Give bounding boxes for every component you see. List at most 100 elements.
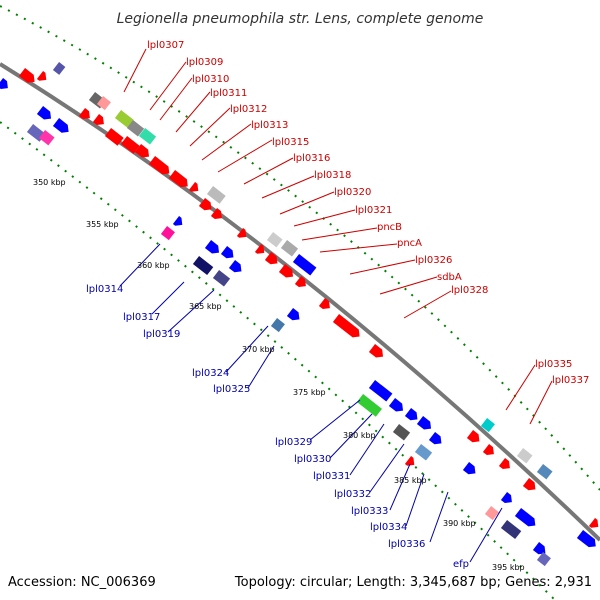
reverse-gene-label: efp [453,559,469,570]
callout-line [405,473,425,527]
gene-feature [114,110,134,128]
reverse-gene-label: lpl0319 [143,329,180,340]
genome-backbone [0,62,600,542]
gene-features [0,62,599,567]
gene-feature [388,398,404,412]
callout-line [243,157,294,185]
forward-gene-label: lpl0311 [210,88,247,99]
reverse-gene-label: lpl0314 [86,284,123,295]
scale-label: 360 kbp [137,261,170,270]
gene-feature [36,71,47,81]
gene-feature [126,120,145,137]
gene-feature [404,456,415,466]
scale-label: 375 kbp [293,388,326,397]
gene-feature [220,246,234,259]
callout-line [279,191,335,215]
forward-gene-label: lpl0321 [355,205,392,216]
scale-label: 385 kbp [394,476,427,485]
gene-feature [104,128,124,146]
scale-label: 390 kbp [443,519,476,528]
gene-feature [356,394,382,417]
callout-line [505,364,536,411]
gene-feature [92,114,104,126]
gene-feature [416,416,432,430]
callout-line [119,243,161,287]
gene-feature [522,478,536,491]
gene-feature [292,254,317,276]
gene-feature [536,464,553,480]
scale-label: 365 kbp [189,302,222,311]
callout-line [151,281,185,315]
reverse-gene-label: lpl0324 [192,368,229,379]
gene-feature [482,444,494,456]
inner-tick-ring [0,121,556,600]
gene-feature [368,344,384,358]
callout-line [159,77,193,121]
genome-summary-text: Topology: circular; Length: 3,345,687 bp… [234,575,592,590]
callout-line [429,491,449,543]
gene-feature [198,198,212,211]
forward-gene-label: lpl0307 [147,40,184,51]
gene-feature [18,68,35,83]
gene-feature [0,78,8,90]
callout-line [123,48,147,93]
gene-feature [266,232,283,248]
forward-gene-label: lpl0326 [415,255,452,266]
gene-feature [212,270,231,287]
callout-line [403,290,452,319]
callout-line [175,91,211,133]
gene-feature [500,520,522,540]
scale-label: 370 kbp [242,345,275,354]
gene-feature [254,244,265,254]
forward-gene-label: pncA [397,238,422,249]
callout-line [217,139,273,173]
gene-feature [536,552,551,567]
gene-feature [532,542,546,555]
gene-feature [484,506,499,521]
gene-feature [38,130,55,146]
gene-feature [480,418,495,433]
scale-label: 395 kbp [492,563,525,572]
gene-feature [172,216,183,226]
gene-feature [206,186,226,204]
gene-feature [368,380,393,402]
gene-feature [36,106,52,120]
gene-feature [228,260,242,273]
gene-feature [120,136,140,154]
forward-gene-label: lpl0335 [535,359,572,370]
callout-line [319,243,398,253]
gene-feature [466,430,480,443]
forward-gene-label: lpl0320 [334,187,371,198]
callout-line [225,325,269,373]
gene-feature [414,444,433,461]
gene-feature [280,240,299,257]
callout-line [349,423,385,476]
forward-gene-label: lpl0309 [186,57,223,68]
gene-feature [192,256,214,276]
gene-feature [52,62,66,75]
scale-label: 355 kbp [86,220,119,229]
callout-line [389,463,411,511]
reverse-gene-label: lpl0334 [370,522,407,533]
gene-feature [188,182,199,192]
gene-feature [588,518,599,528]
gene-feature [168,170,188,188]
forward-gene-label: lpl0313 [251,120,288,131]
callout-line [329,413,373,459]
gene-feature [236,228,247,238]
gene-feature [78,108,90,120]
forward-gene-label: lpl0316 [293,153,330,164]
callout-line [469,507,503,563]
gene-feature [332,314,360,338]
gene-feature [318,298,330,310]
gene-feature [516,448,533,464]
gene-feature [286,308,300,321]
map-title: Legionella pneumophila str. Lens, comple… [117,11,484,27]
gene-feature [404,408,418,421]
callout-line [379,276,438,295]
reverse-gene-label: lpl0330 [294,454,331,465]
callout-line [529,380,553,425]
gene-feature [210,208,222,220]
forward-gene-label: lpl0315 [272,137,309,148]
